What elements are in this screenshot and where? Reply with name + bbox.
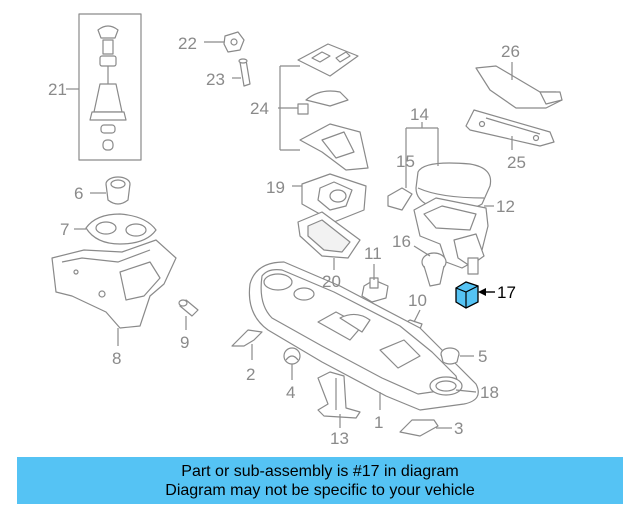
part-1-main-console <box>248 261 479 411</box>
callout-1: 1 <box>374 413 383 432</box>
callout-20: 20 <box>322 272 341 291</box>
callout-16: 16 <box>392 232 411 251</box>
part-7-cup-insert <box>85 213 157 245</box>
part-13-bracket <box>317 371 361 419</box>
leader-10 <box>413 309 421 323</box>
callout-8: 8 <box>112 349 121 368</box>
part-3-trim <box>399 419 439 437</box>
banner-line-1: Part or sub-assembly is #17 in diagram <box>181 462 459 480</box>
callout-14: 14 <box>410 105 429 124</box>
part-14-armrest-lid <box>415 162 492 210</box>
part-21-shift-lever <box>78 13 142 161</box>
banner-line-2: Diagram may not be specific to your vehi… <box>165 481 475 499</box>
leader-24 <box>278 65 300 151</box>
part-15-tray <box>387 187 413 211</box>
callout-2: 2 <box>246 365 255 384</box>
part-2-clip <box>231 329 263 347</box>
part-20-bezel <box>297 211 361 259</box>
part-4-knob <box>283 347 301 365</box>
callout-11: 11 <box>364 244 382 263</box>
callout-23: 23 <box>206 70 225 89</box>
part-8-front-console <box>51 239 177 329</box>
part-16-cup-holder <box>421 252 447 287</box>
part-22-clip <box>223 31 245 53</box>
callout-24: 24 <box>250 99 269 118</box>
callout-3: 3 <box>454 419 463 438</box>
part-11-clip <box>361 277 389 303</box>
callout-21: 21 <box>48 80 67 99</box>
callout-18: 18 <box>480 383 499 402</box>
part-26-side-trim <box>475 65 563 109</box>
callout-6: 6 <box>74 184 83 203</box>
part-19-shift-panel <box>301 173 367 223</box>
callout-17: 17 <box>497 283 516 302</box>
part-5-cap <box>440 347 460 365</box>
part-24-indicator <box>297 43 369 171</box>
callout-4: 4 <box>286 383 295 402</box>
part-25-bracket <box>465 109 555 147</box>
info-banner: Part or sub-assembly is #17 in diagram D… <box>17 457 623 504</box>
callout-5: 5 <box>478 347 487 366</box>
callout-7: 7 <box>60 220 69 239</box>
callout-12: 12 <box>496 197 515 216</box>
part-17-highlighted <box>455 281 479 309</box>
callout-19: 19 <box>266 178 285 197</box>
leader-17 <box>478 288 495 296</box>
parts-diagram: 21 22 23 24 26 25 14 15 12 16 17 10 19 2… <box>48 13 563 448</box>
callout-10: 10 <box>408 291 427 310</box>
part-12-console-box <box>413 197 489 275</box>
part-6-cup-ring <box>105 176 131 205</box>
leader-14 <box>405 122 439 188</box>
callout-13: 13 <box>330 429 349 448</box>
callout-15: 15 <box>396 152 415 171</box>
callout-26: 26 <box>501 42 520 61</box>
callout-22: 22 <box>178 34 197 53</box>
callout-9: 9 <box>180 333 189 352</box>
part-9-pin <box>178 299 199 317</box>
leader-18 <box>455 389 477 393</box>
callout-25: 25 <box>507 153 526 172</box>
leader-16 <box>413 245 431 257</box>
part-23-pin <box>238 58 251 87</box>
